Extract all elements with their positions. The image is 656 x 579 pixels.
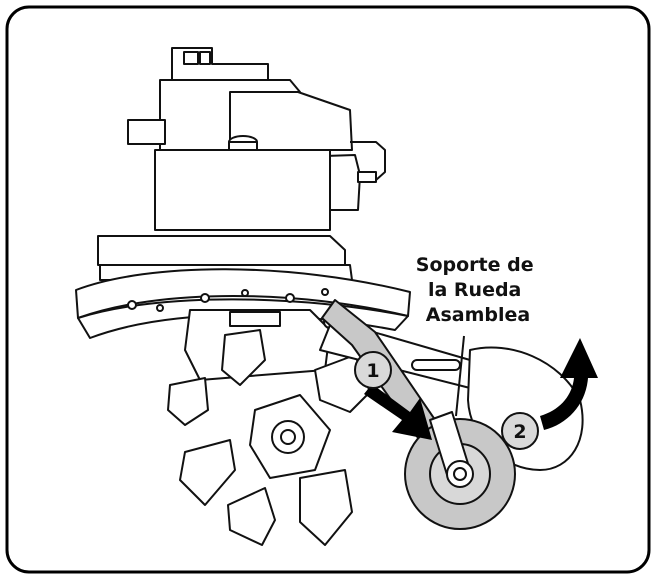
callout-label-line1: Soporte de xyxy=(416,254,534,276)
tines xyxy=(167,329,371,546)
callout-leader-line xyxy=(455,335,465,417)
step-1-arrow xyxy=(364,384,432,440)
tine-shield xyxy=(75,268,411,339)
step-2-number: 2 xyxy=(513,421,526,443)
wheel-bracket-assembly xyxy=(321,299,516,530)
step-1-badge: 1 xyxy=(354,351,392,389)
callout-label: Soporte de la Rueda Asamblea xyxy=(416,254,540,326)
step-2-arrow xyxy=(540,338,598,430)
callout-label-line2: la Rueda xyxy=(428,279,521,301)
callout-label-line3: Asamblea xyxy=(426,304,530,326)
step-2-badge: 2 xyxy=(501,412,539,450)
step-1-number: 1 xyxy=(366,360,379,382)
